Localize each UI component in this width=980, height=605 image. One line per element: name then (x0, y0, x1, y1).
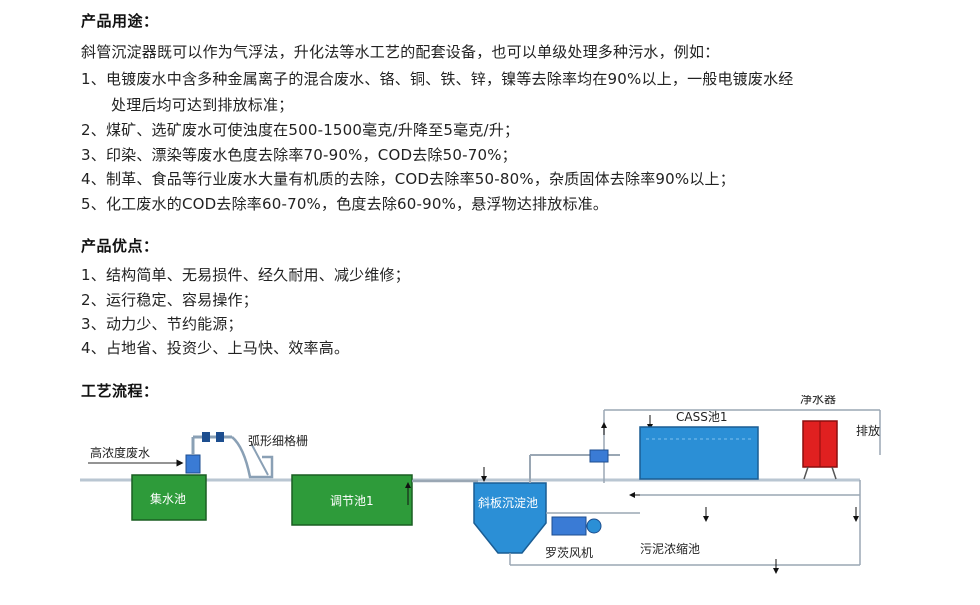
screen-label: 弧形细格栅 (248, 433, 308, 448)
purifier-label: 净水器 (800, 395, 836, 406)
purifier-leg (831, 466, 837, 480)
advantage-item-1: 1、结构简单、无易损件、经久耐用、减少维修； (81, 266, 410, 284)
usage-item-1: 1、电镀废水中含多种金属离子的混合废水、铬、铜、铁、锌，镍等去除率均在90%以上… (81, 70, 794, 88)
settler-label: 斜板沉淀池 (478, 496, 538, 510)
usage-item-5: 5、化工废水的COD去除率60-70%，色度去除60-90%，悬浮物达排放标准。 (81, 195, 609, 213)
roots-blower-icon (551, 516, 587, 536)
advantage-item-3: 3、动力少、节约能源； (81, 315, 243, 333)
collection-tank (131, 474, 207, 521)
blower-motor-icon (586, 518, 602, 534)
usage-item-2: 2、煤矿、选矿废水可使浊度在500-1500毫克/升降至5毫克/升； (81, 121, 520, 139)
usage-intro: 斜管沉淀器既可以作为气浮法，升化法等水工艺的配套设备，也可以单级处理多种污水，例… (81, 43, 720, 61)
inclined-settler (473, 482, 547, 554)
sludge-label: 污泥浓缩池 (640, 541, 700, 556)
arc-screen-icon (231, 436, 274, 479)
process-flow-diagram: 高浓度废水 集水池 弧形细格栅 调节池1 斜板沉淀池 CASS池1 净水器 排放 (80, 395, 881, 574)
valve-icon (216, 432, 224, 442)
cass-tank (639, 426, 759, 480)
inflow-label: 高浓度废水 (90, 445, 150, 460)
process-heading: 工艺流程： (81, 382, 159, 400)
regulating-tank (291, 474, 413, 526)
usage-item-3: 3、印染、漂染等废水色度去除率70-90%，COD去除50-70%； (81, 146, 517, 164)
arc-screen-bars (251, 444, 269, 476)
purifier-leg (803, 466, 809, 480)
blower-label: 罗茨风机 (545, 546, 593, 560)
usage-heading: 产品用途： (81, 12, 159, 30)
discharge-label: 排放 (856, 423, 880, 438)
advantage-item-4: 4、占地省、投资少、上马快、效率高。 (81, 339, 350, 357)
valve-icon (202, 432, 210, 442)
collection-tank-label: 集水池 (150, 491, 186, 506)
advantage-item-2: 2、运行稳定、容易操作； (81, 291, 258, 309)
cass-label: CASS池1 (676, 410, 727, 424)
usage-item-4: 4、制革、食品等行业废水大量有机质的去除，COD去除率50-80%，杂质固体去除… (81, 170, 735, 188)
regulating-tank-label: 调节池1 (330, 494, 374, 508)
pump-icon (185, 454, 201, 474)
usage-item-1-cont: 处理后均可达到排放标准； (111, 96, 294, 114)
pump-icon (589, 449, 609, 463)
advantages-heading: 产品优点： (81, 237, 159, 255)
